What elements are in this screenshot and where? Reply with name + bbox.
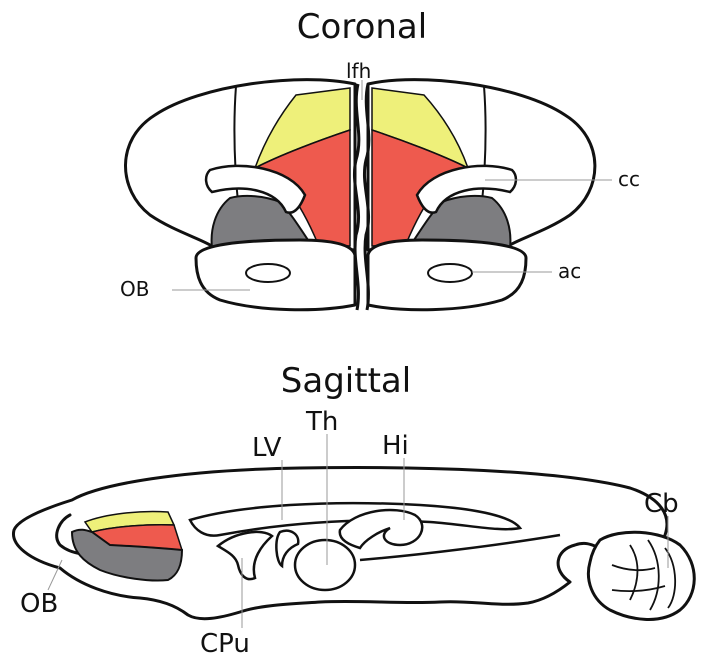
coronal-label-ac: ac bbox=[558, 259, 581, 283]
sagittal-section bbox=[13, 434, 694, 628]
sagittal-label-hi: Hi bbox=[382, 431, 409, 461]
sagittal-label-cpu: CPu bbox=[200, 629, 250, 659]
coronal-right-ac-oval bbox=[428, 264, 472, 282]
coronal-label-cc: cc bbox=[618, 167, 640, 191]
sagittal-cerebellum bbox=[588, 532, 694, 619]
sagittal-title: Sagittal bbox=[281, 361, 411, 401]
coronal-left-ac-oval bbox=[246, 264, 290, 282]
sagittal-label-lv: LV bbox=[252, 433, 282, 463]
sagittal-label-ob: OB bbox=[20, 589, 58, 619]
coronal-label-ob: OB bbox=[120, 277, 149, 301]
sagittal-label-cb: Cb bbox=[644, 489, 679, 519]
coronal-label-lfh: lfh bbox=[346, 59, 371, 83]
sagittal-label-th: Th bbox=[305, 407, 338, 437]
coronal-title: Coronal bbox=[297, 7, 427, 47]
coronal-section bbox=[125, 80, 612, 310]
sagittal-thalamus bbox=[295, 540, 355, 590]
